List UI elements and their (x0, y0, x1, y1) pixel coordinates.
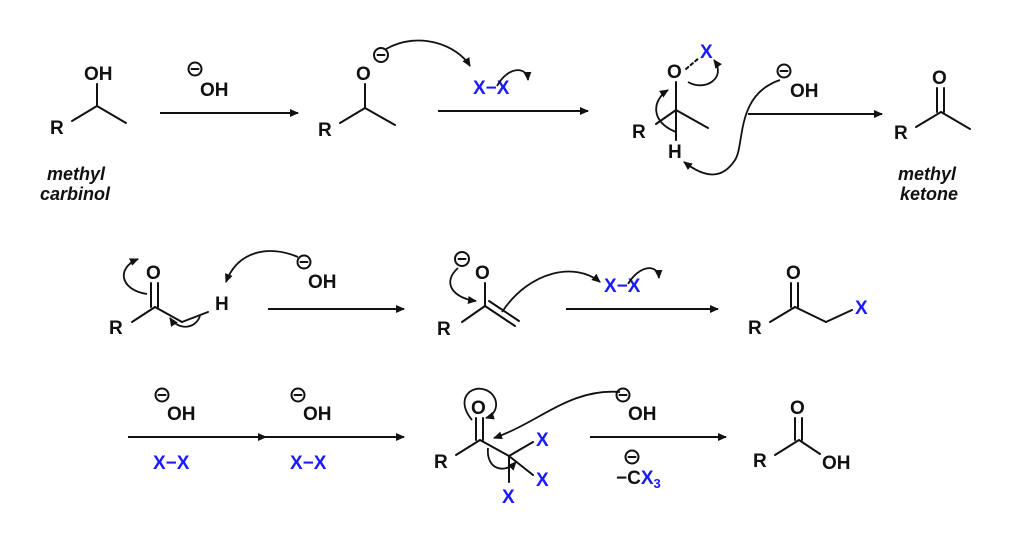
electron-arrow-x-x-bond-2 (627, 267, 663, 285)
halogen-reagent-4: X−X (290, 453, 327, 474)
svg-text:R: R (437, 319, 451, 340)
hydroxide-reagent-1: OH (187, 61, 229, 101)
electron-arrow-enolate-cc (501, 270, 601, 313)
methyl-ketone-label: methyl ketone (898, 164, 958, 204)
svg-text:O: O (932, 68, 947, 89)
svg-text:H: H (668, 142, 682, 163)
hydroxide-reagent-5: OH (290, 387, 332, 425)
electron-arrow-ch-to-cc (169, 315, 201, 328)
halogen-reagent-1: X−X (473, 78, 510, 99)
svg-text:R: R (753, 451, 767, 472)
svg-text:O: O (471, 398, 486, 419)
alpha-haloketone-structure: O R X (748, 263, 868, 339)
svg-text:X: X (536, 470, 549, 491)
electron-arrow-base-alpha-h (225, 250, 299, 283)
electron-arrow-base-deprotonation (683, 79, 781, 176)
svg-text:OH: OH (822, 453, 851, 474)
svg-text:−CX3: −CX3 (616, 468, 661, 491)
enolate-structure: O R (437, 251, 520, 340)
hydroxide-reagent-3: OH (296, 254, 337, 293)
carbinol-r: R (50, 118, 64, 139)
svg-text:OH: OH (790, 81, 819, 102)
electron-arrow-co-pi (122, 258, 148, 295)
alkoxide-structure: O R (318, 47, 396, 141)
trihalomethyl-anion-byproduct: −CX3 (616, 449, 661, 491)
hydroxide-reagent-4: OH (154, 387, 196, 425)
electron-arrow-x-x-bond (496, 69, 532, 87)
methyl-ketone-label-line2: ketone (900, 184, 958, 204)
svg-text:X: X (536, 430, 549, 451)
halogen-reagent-3: X−X (153, 453, 190, 474)
svg-text:OH: OH (200, 80, 229, 101)
methyl-carbinol-structure: OH R (50, 64, 127, 139)
svg-text:OH: OH (308, 272, 337, 293)
svg-text:OH: OH (303, 404, 332, 425)
svg-text:X−X: X−X (473, 78, 510, 99)
svg-text:O: O (146, 263, 161, 284)
halogen-reagent-2: X−X (604, 276, 641, 297)
svg-text:O: O (475, 263, 490, 284)
svg-text:X: X (700, 42, 713, 63)
electron-arrow-alkoxide-to-halogen (385, 39, 471, 67)
svg-text:R: R (632, 122, 646, 143)
methyl-carbinol-label-line1: methyl (47, 164, 106, 184)
electron-arrow-co-pi-2 (463, 387, 498, 421)
methyl-ketone-structure: O R (894, 68, 971, 144)
svg-text:X−X: X−X (604, 276, 641, 297)
svg-text:X: X (502, 487, 515, 508)
trihalomethyl-ketone-structure: O R X X X (434, 398, 549, 508)
electron-arrow-c-cx3-bond (487, 447, 517, 471)
methyl-carbinol-label: methyl carbinol (40, 164, 111, 204)
svg-text:R: R (894, 123, 908, 144)
ketone-enolization-structure: O R H (109, 263, 229, 339)
hydroxide-reagent-2: OH (776, 63, 819, 102)
svg-text:H: H (215, 294, 229, 315)
svg-text:O: O (786, 263, 801, 284)
hydroxide-reagent-6: OH (615, 387, 657, 425)
svg-text:OH: OH (628, 404, 657, 425)
svg-text:R: R (318, 120, 332, 141)
svg-text:R: R (109, 318, 123, 339)
electron-arrow-enolate-o (449, 267, 477, 304)
electron-arrow-ch-bond (655, 89, 677, 133)
svg-text:X: X (855, 298, 868, 319)
svg-text:R: R (434, 452, 448, 473)
svg-text:OH: OH (167, 404, 196, 425)
carbinol-oh: OH (84, 64, 113, 85)
methyl-ketone-label-line1: methyl (898, 164, 957, 184)
svg-text:O: O (356, 64, 371, 85)
electron-arrow-hydroxide-attack (493, 390, 621, 440)
svg-text:O: O (790, 398, 805, 419)
methyl-carbinol-label-line2: carbinol (40, 184, 111, 204)
svg-text:O: O (667, 62, 682, 83)
hypohalite-intermediate-structure: O X R H (632, 42, 713, 163)
svg-text:R: R (748, 318, 762, 339)
carboxylic-acid-structure: O R OH (753, 398, 851, 474)
electron-arrow-ox-bond (687, 59, 722, 87)
